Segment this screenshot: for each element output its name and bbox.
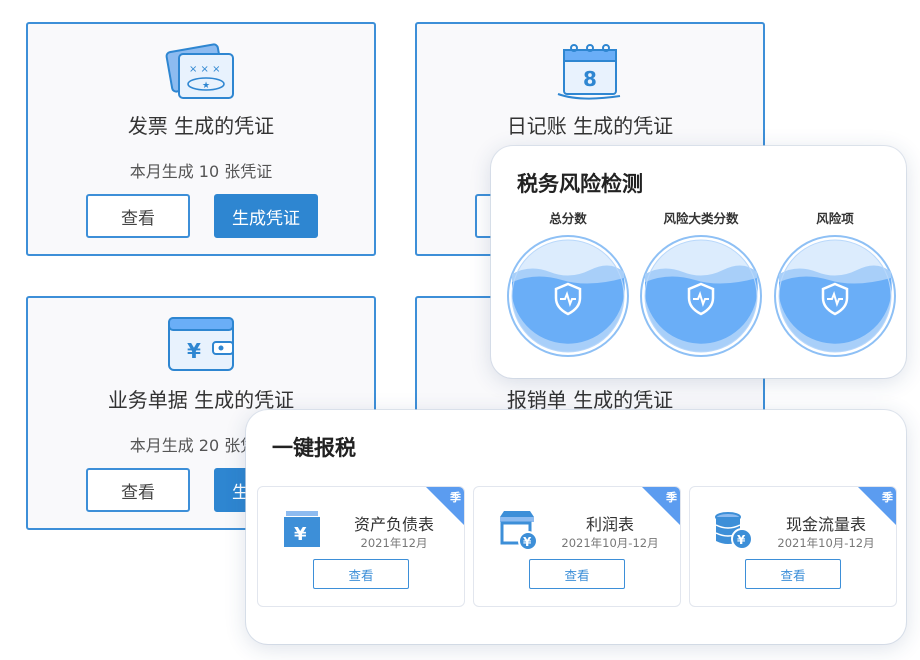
- gauge-label: 风险项: [816, 211, 854, 226]
- water-gauge: [774, 235, 896, 357]
- quarter-badge-corner: [642, 487, 680, 525]
- report-card-balance-sheet: 季 ¥ 资产负债表 2021年12月 查看: [257, 486, 465, 607]
- report-name: 现金流量表: [785, 515, 866, 534]
- voucher-card-invoice: × × × ★ 发票 生成的凭证 本月生成 10 张凭证 查看 生成凭证: [26, 22, 376, 256]
- report-period: 2021年10月-12月: [561, 536, 659, 550]
- gauge-total-score: 总分数: [504, 208, 632, 358]
- voucher-card-subtitle: 本月生成 20 张凭证: [129, 436, 273, 455]
- panel-title: 一键报税: [272, 436, 356, 460]
- voucher-card-title: 发票 生成的凭证: [127, 114, 275, 138]
- tax-filing-panel: 一键报税 季 ¥ 资产负债表 2021年12月 查看 季 ¥ 利润表 2021年…: [246, 410, 906, 644]
- gauge-label: 总分数: [549, 211, 587, 226]
- quarter-badge: 季: [450, 491, 461, 504]
- shield-pulse-icon: [821, 282, 849, 316]
- voucher-card-title: 日记账 生成的凭证: [506, 114, 674, 138]
- svg-text:¥: ¥: [187, 339, 201, 363]
- quarter-badge: 季: [882, 491, 893, 504]
- quarter-badge-corner: [426, 487, 464, 525]
- voucher-card-title: 报销单 生成的凭证: [506, 388, 674, 412]
- svg-text:¥: ¥: [294, 524, 307, 545]
- gauge-risk-items: 风险项: [771, 208, 899, 358]
- voucher-card-title: 业务单据 生成的凭证: [107, 388, 295, 412]
- voucher-card-subtitle: 本月生成 10 张凭证: [129, 162, 273, 181]
- wallet-yuan-icon: ¥: [161, 314, 241, 378]
- svg-text:8: 8: [583, 67, 597, 91]
- view-report-button[interactable]: 查看: [745, 559, 841, 589]
- gauge-label: 风险大类分数: [663, 211, 739, 226]
- calendar-journal-icon: 8: [550, 40, 630, 104]
- svg-text:★: ★: [202, 81, 210, 91]
- coin-stack-yuan-icon: ¥: [715, 512, 753, 550]
- view-button[interactable]: 查看: [86, 194, 190, 238]
- tax-risk-panel: 税务风险检测 总分数 风险大类分数: [491, 146, 906, 378]
- svg-text:¥: ¥: [523, 535, 532, 549]
- water-gauge: [507, 235, 629, 357]
- gauge-risk-category-score: 风险大类分数: [637, 208, 765, 358]
- generate-voucher-button[interactable]: 生成凭证: [214, 194, 318, 238]
- svg-text:× × ×: × × ×: [189, 64, 221, 75]
- quarter-badge-corner: [858, 487, 896, 525]
- balance-sheet-yuan-icon: ¥: [284, 511, 320, 547]
- report-period: 2021年10月-12月: [777, 536, 875, 550]
- water-gauge: [640, 235, 762, 357]
- panel-title: 税务风险检测: [517, 172, 643, 196]
- shop-yuan-icon: ¥: [500, 511, 538, 551]
- view-report-button[interactable]: 查看: [313, 559, 409, 589]
- view-button[interactable]: 查看: [86, 468, 190, 512]
- report-period: 2021年12月: [360, 536, 428, 550]
- quarter-badge: 季: [666, 491, 677, 504]
- report-card-income-statement: 季 ¥ 利润表 2021年10月-12月 查看: [473, 486, 681, 607]
- invoice-ticket-icon: × × × ★: [161, 40, 241, 104]
- view-report-button[interactable]: 查看: [529, 559, 625, 589]
- shield-pulse-icon: [554, 282, 582, 316]
- svg-text:¥: ¥: [737, 533, 746, 547]
- report-name: 资产负债表: [353, 515, 434, 534]
- shield-pulse-icon: [687, 282, 715, 316]
- report-card-cash-flow: 季 ¥ 现金流量表 2021年10月-12月 查看: [689, 486, 897, 607]
- report-name: 利润表: [585, 515, 634, 534]
